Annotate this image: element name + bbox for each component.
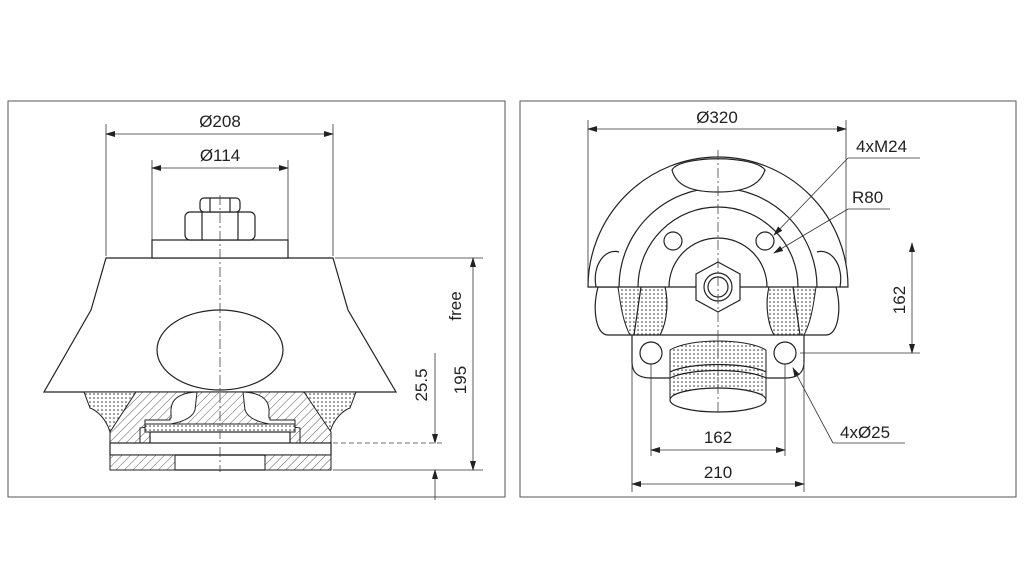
dim-height-195: 195 bbox=[451, 366, 470, 394]
dim-outer-diameter: Ø208 bbox=[199, 112, 241, 131]
dim-flange-width: 210 bbox=[704, 463, 732, 482]
mounting-hole bbox=[639, 341, 663, 365]
dim-plate-diameter: Ø114 bbox=[200, 146, 240, 165]
side-view-frame bbox=[7, 100, 506, 498]
label-holes: 4xØ25 bbox=[840, 423, 890, 442]
dim-free: free bbox=[446, 291, 465, 320]
top-view-panel: Ø320 4xM24 R80 bbox=[519, 100, 1017, 498]
label-threads: 4xM24 bbox=[856, 137, 907, 156]
label-radius: R80 bbox=[852, 188, 883, 207]
side-view-panel: Ø208 Ø114 bbox=[7, 100, 506, 500]
thread-hole bbox=[663, 231, 683, 251]
mounting-hole bbox=[773, 341, 797, 365]
dome-top-opening bbox=[671, 158, 766, 193]
top-view-frame bbox=[519, 100, 1017, 498]
dim-outer-diameter-320: Ø320 bbox=[696, 108, 738, 127]
dim-deflection: 25.5 bbox=[412, 368, 431, 401]
dim-height-162: 162 bbox=[890, 286, 909, 314]
dim-hole-spacing: 162 bbox=[704, 428, 732, 447]
thread-hole bbox=[755, 231, 775, 251]
